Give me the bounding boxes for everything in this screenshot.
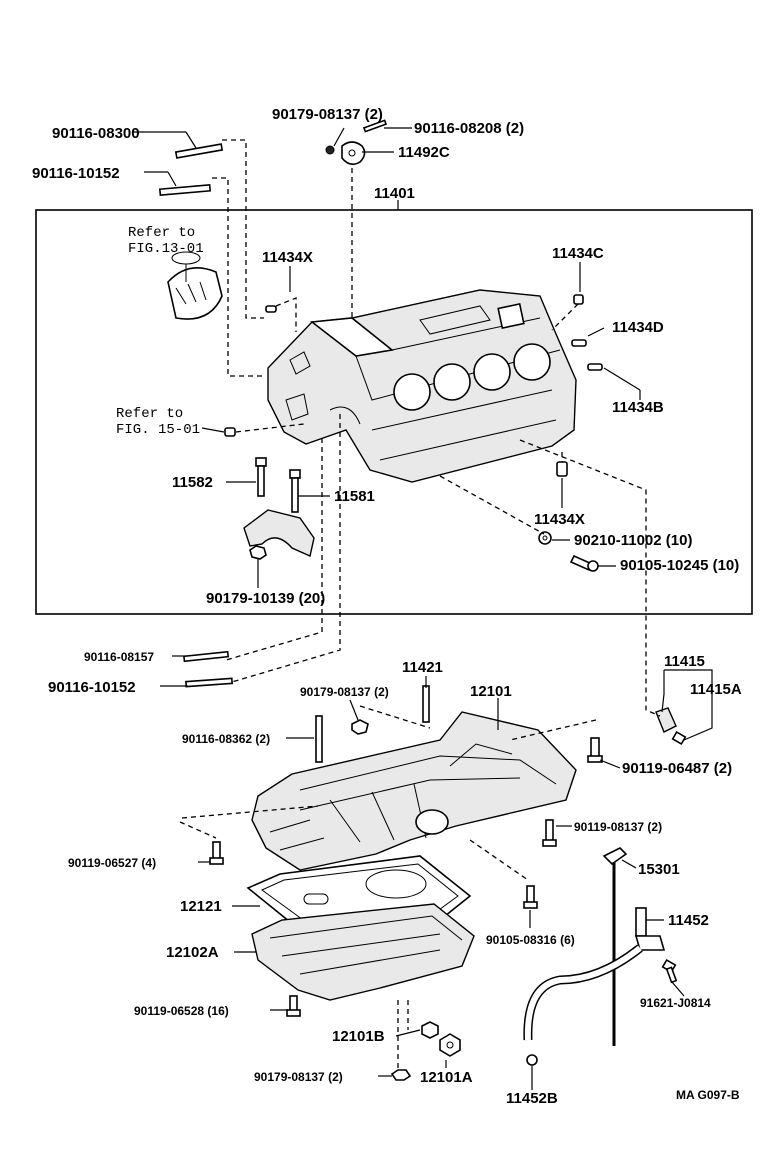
label-11421: 11421	[402, 659, 443, 676]
washer-90210-11002	[538, 531, 552, 545]
oil-pan-upper-12101	[251, 711, 577, 871]
label-11434X-b: 11434X	[534, 511, 585, 528]
bracket-11415	[655, 707, 687, 746]
label-90105-10245: 90105-10245 (10)	[620, 557, 739, 574]
bolt-90119-06528	[286, 995, 301, 1017]
label-90119-08137: 90119-08137 (2)	[574, 820, 662, 834]
dipstick-guide-11452	[523, 907, 666, 1041]
plug-12101B	[421, 1021, 439, 1039]
label-90179-08137-low: 90179-08137 (2)	[254, 1070, 343, 1084]
label-11434X-a: 11434X	[262, 249, 313, 266]
label-12101: 12101	[470, 683, 512, 700]
label-11582: 11582	[172, 474, 213, 491]
label-12101B: 12101B	[332, 1028, 385, 1045]
cylinder-block-11401	[267, 289, 577, 483]
oil-filter-ref	[167, 251, 223, 320]
label-11581: 11581	[334, 488, 375, 505]
label-90119-06528: 90119-06528 (16)	[134, 1004, 229, 1018]
bolt-90119-06527	[209, 841, 224, 865]
stud-11421	[422, 685, 430, 723]
label-90105-08316: 90105-08316 (6)	[486, 933, 575, 947]
pin-11434B	[587, 363, 603, 371]
label-91621-J0814: 91621-J0814	[640, 996, 711, 1010]
bolt-11581	[289, 469, 301, 513]
plug-90179-08137-top	[325, 145, 335, 155]
stud-90116-08208	[362, 119, 388, 133]
pin-11434D	[571, 339, 587, 347]
label-15301: 15301	[638, 861, 680, 878]
stud-90116-08157	[183, 650, 230, 663]
stud-90116-08362	[315, 715, 323, 763]
bolt-90105-08316	[523, 885, 538, 909]
gasket-11492C	[341, 141, 366, 166]
label-11415A: 11415A	[690, 681, 742, 698]
label-90179-08137-mid: 90179-08137 (2)	[300, 685, 389, 699]
label-12101A: 12101A	[420, 1069, 473, 1086]
label-90116-08208: 90116-08208 (2)	[414, 120, 524, 137]
label-11401: 11401	[374, 185, 415, 202]
label-90116-08362: 90116-08362 (2)	[182, 732, 270, 746]
label-11452B: 11452B	[506, 1090, 558, 1107]
label-90210-11002: 90210-11002 (10)	[574, 532, 692, 549]
oring-11452B	[526, 1054, 538, 1066]
oil-pan-lower-12102A	[251, 903, 475, 1001]
bolt-11582	[255, 457, 267, 497]
label-90116-10152-low: 90116-10152	[48, 679, 136, 696]
label-90119-06487: 90119-06487 (2)	[622, 760, 732, 777]
label-11452: 11452	[668, 912, 709, 929]
dipstick-15301	[602, 847, 628, 1046]
label-refer-to-fig15-line2: FIG. 15-01	[116, 422, 200, 438]
bolt-90119-06487	[587, 737, 603, 763]
label-11434D: 11434D	[612, 319, 664, 336]
bolt-91621-J0814	[661, 958, 678, 984]
plug-90179-08137-mid	[351, 719, 369, 735]
label-refer-to-fig13-line1: Refer to	[128, 225, 195, 241]
plug-12101A	[439, 1033, 461, 1057]
label-90179-10139: 90179-10139 (20)	[206, 590, 325, 607]
label-90119-06527: 90119-06527 (4)	[68, 856, 156, 870]
label-90116-08300: 90116-08300	[52, 125, 140, 142]
stud-90116-10152-low	[185, 677, 234, 688]
label-figure-code: MA G097-B	[676, 1088, 740, 1102]
cylinder-block-frame	[35, 209, 753, 615]
bearing-cap	[243, 509, 315, 557]
pin-11434X-a	[265, 305, 277, 313]
bolt-90105-10245	[569, 554, 599, 572]
label-90116-10152-top: 90116-10152	[32, 165, 120, 182]
gasket-90179-08137-low	[390, 1069, 412, 1081]
label-12102A: 12102A	[166, 944, 219, 961]
plug-fig15	[224, 427, 236, 437]
label-11434B: 11434B	[612, 399, 664, 416]
pin-11434C	[573, 294, 584, 305]
stud-90116-08300	[174, 143, 224, 159]
pin-11434X-b	[556, 461, 568, 477]
bolt-90119-08137	[542, 819, 557, 847]
label-90179-08137-top: 90179-08137 (2)	[272, 106, 383, 123]
label-refer-to-fig13-line2: FIG.13-01	[128, 241, 204, 257]
label-refer-to-fig15-line1: Refer to	[116, 406, 183, 422]
label-11434C: 11434C	[552, 245, 604, 262]
label-12121: 12121	[180, 898, 222, 915]
label-11492C: 11492C	[398, 144, 450, 161]
label-90116-08157: 90116-08157	[84, 650, 154, 664]
label-11415: 11415	[664, 653, 705, 670]
stud-90116-10152-top	[158, 183, 212, 197]
nut-90179-10139	[249, 545, 267, 560]
